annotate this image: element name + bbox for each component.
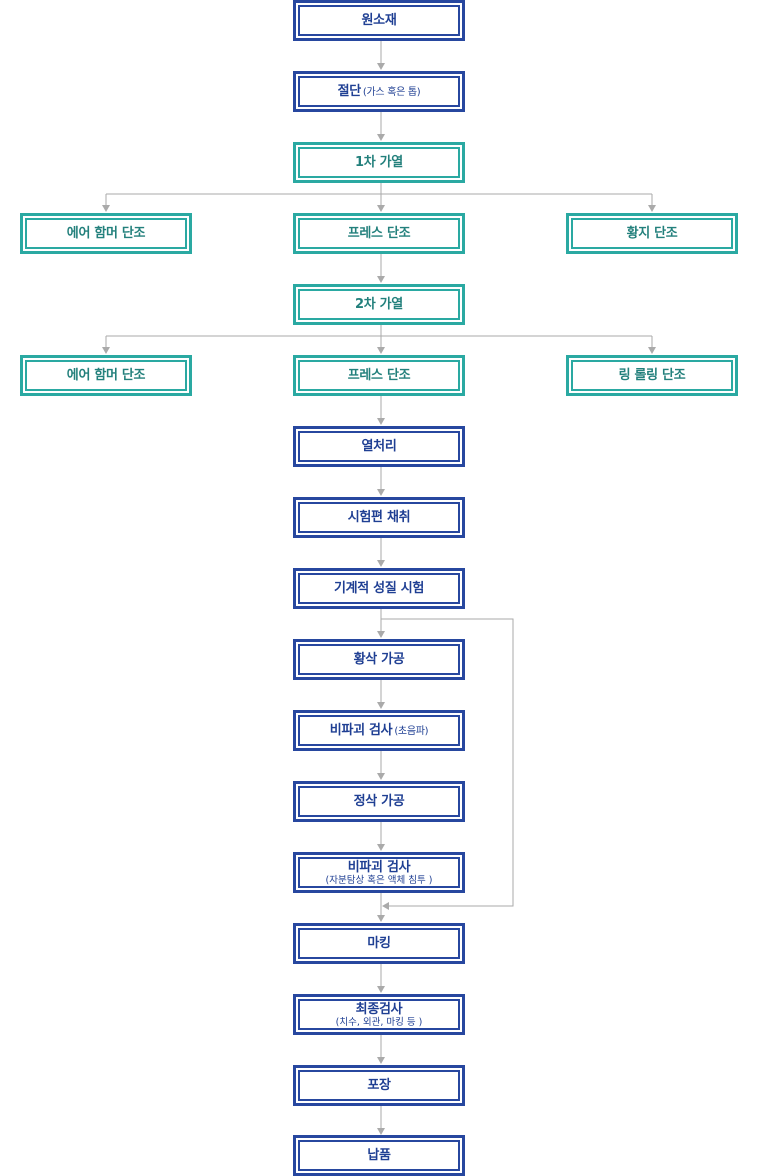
step-lateral-forging: 황지 단조 bbox=[566, 213, 738, 254]
step-label: 비파괴 검사 bbox=[347, 859, 411, 875]
step-heat-treatment: 열처리 bbox=[293, 426, 465, 467]
step-label: 프레스 단조 bbox=[347, 368, 411, 383]
step-final-inspection: 최종검사 (치수, 외관, 마킹 등 ) bbox=[293, 994, 465, 1035]
step-label: 1차 가열 bbox=[355, 155, 403, 170]
step-mechanical-test: 기계적 성질 시험 bbox=[293, 568, 465, 609]
step-label: 기계적 성질 시험 bbox=[333, 581, 425, 596]
step-label: 에어 함머 단조 bbox=[66, 226, 146, 241]
step-label: 에어 함머 단조 bbox=[66, 368, 146, 383]
step-label: 절단(가스 혹은 톱) bbox=[338, 84, 421, 100]
step-label: 열처리 bbox=[361, 439, 397, 454]
step-ndt-magnetic-liquid: 비파괴 검사 (자분탐상 혹은 액체 침투 ) bbox=[293, 852, 465, 893]
step-label: 2차 가열 bbox=[355, 297, 403, 312]
step-rough-machining: 황삭 가공 bbox=[293, 639, 465, 680]
step-air-hammer-forging-2: 에어 함머 단조 bbox=[20, 355, 192, 396]
step-label-note: (초음파) bbox=[394, 725, 429, 737]
step-label: 포장 bbox=[367, 1078, 391, 1093]
step-ndt-ultrasonic: 비파괴 검사(초음파) bbox=[293, 710, 465, 751]
step-marking: 마킹 bbox=[293, 923, 465, 964]
step-label: 최종검사 bbox=[355, 1001, 403, 1017]
step-label: 프레스 단조 bbox=[347, 226, 411, 241]
step-press-forging-2: 프레스 단조 bbox=[293, 355, 465, 396]
step-finish-machining: 정삭 가공 bbox=[293, 781, 465, 822]
step-press-forging-1: 프레스 단조 bbox=[293, 213, 465, 254]
step-label: 황지 단조 bbox=[626, 226, 678, 241]
step-specimen-sampling: 시험편 채취 bbox=[293, 497, 465, 538]
step-label-note: (자분탐상 혹은 액체 침투 ) bbox=[325, 874, 433, 886]
step-label: 납품 bbox=[367, 1148, 391, 1163]
step-heating-1: 1차 가열 bbox=[293, 142, 465, 183]
step-air-hammer-forging-1: 에어 함머 단조 bbox=[20, 213, 192, 254]
step-label-main: 비파괴 검사 bbox=[329, 722, 393, 738]
step-label: 원소재 bbox=[361, 13, 397, 28]
step-label: 정삭 가공 bbox=[353, 794, 405, 809]
step-raw-material: 원소재 bbox=[293, 0, 465, 41]
step-ring-rolling-forging: 링 롤링 단조 bbox=[566, 355, 738, 396]
step-heating-2: 2차 가열 bbox=[293, 284, 465, 325]
step-delivery: 납품 bbox=[293, 1135, 465, 1176]
step-cutting: 절단(가스 혹은 톱) bbox=[293, 71, 465, 112]
step-label: 마킹 bbox=[367, 936, 391, 951]
step-label-main: 절단 bbox=[337, 83, 362, 99]
step-label-note: (가스 혹은 톱) bbox=[362, 86, 421, 98]
step-label: 시험편 채취 bbox=[347, 510, 411, 525]
step-packing: 포장 bbox=[293, 1065, 465, 1106]
step-label-note: (치수, 외관, 마킹 등 ) bbox=[335, 1016, 423, 1028]
step-label: 비파괴 검사(초음파) bbox=[329, 722, 429, 739]
step-label: 링 롤링 단조 bbox=[618, 368, 686, 383]
step-label: 황삭 가공 bbox=[353, 652, 405, 667]
